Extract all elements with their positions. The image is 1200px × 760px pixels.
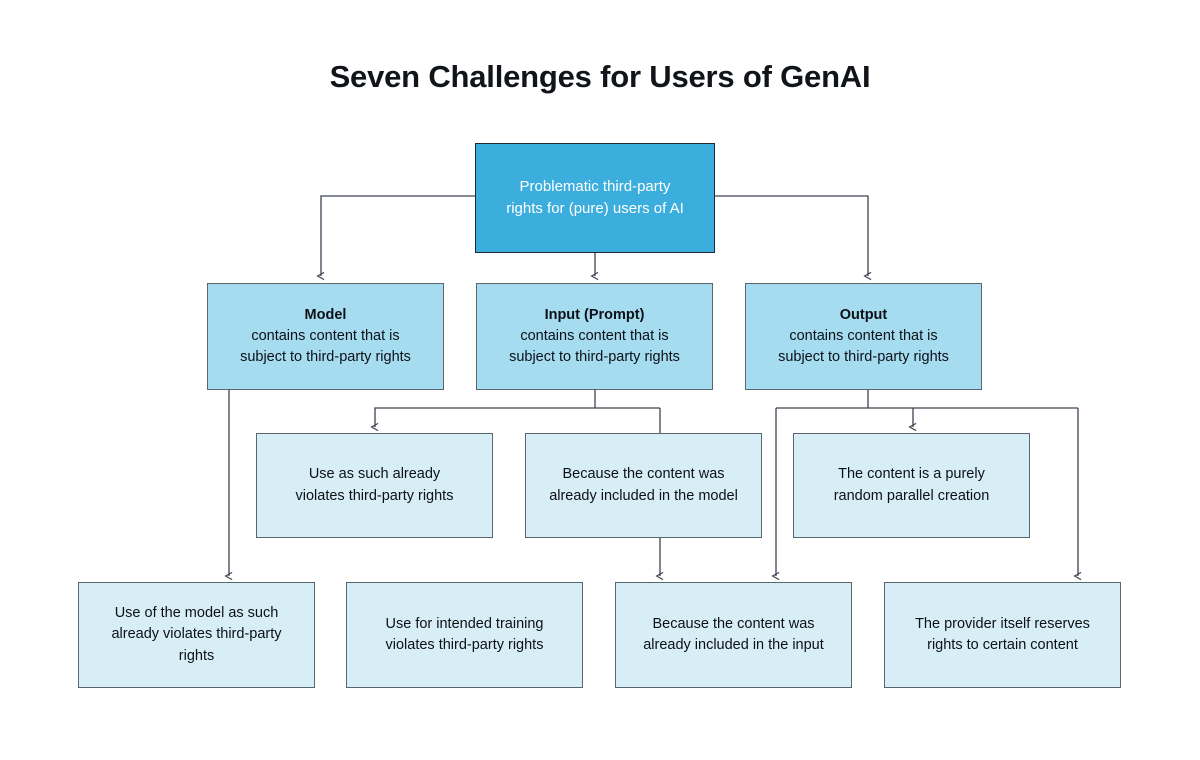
node-input-head: Input (Prompt) (544, 306, 645, 323)
node-output-line1: contains content that is (789, 327, 938, 344)
node-content-in-input-line1: Because the content was (652, 615, 815, 632)
node-output[interactable]: Output contains content that is subject … (745, 283, 982, 390)
node-root-line2: rights for (pure) users of AI (506, 200, 684, 217)
node-content-in-model[interactable]: Because the content was already included… (525, 433, 762, 538)
edge-input-to-use-as-such (370, 390, 596, 432)
node-content-in-model-line2: already included in the model (549, 487, 738, 504)
node-random-parallel-creation-line1: The content is a purely (838, 466, 985, 483)
node-random-parallel-creation-line2: random parallel creation (833, 487, 990, 504)
node-root[interactable]: Problematic third-party rights for (pure… (475, 143, 715, 253)
node-input-line2: subject to third-party rights (509, 349, 680, 365)
node-random-parallel-creation[interactable]: The content is a purely random parallel … (793, 433, 1030, 538)
edge-root-to-model (316, 195, 475, 281)
node-intended-training-line2: violates third-party rights (385, 637, 544, 653)
node-use-of-model-line1: Use of the model as such (114, 605, 279, 622)
node-output-head: Output (839, 306, 888, 323)
node-use-of-model-line2: already violates third-party (111, 626, 282, 643)
node-content-in-input-line2: already included in the input (643, 637, 824, 653)
node-intended-training[interactable]: Use for intended training violates third… (346, 582, 583, 688)
node-use-as-such[interactable]: Use as such already violates third-party… (256, 433, 493, 538)
node-use-as-such-line2: violates third-party rights (295, 487, 454, 504)
node-input[interactable]: Input (Prompt) contains content that is … (476, 283, 713, 390)
node-provider-reserves-rights[interactable]: The provider itself reserves rights to c… (884, 582, 1121, 688)
node-use-of-model[interactable]: Use of the model as such already violate… (78, 582, 315, 688)
node-content-in-input[interactable]: Because the content was already included… (615, 582, 852, 688)
node-use-of-model-line3: rights (178, 647, 215, 664)
node-provider-reserves-rights-line1: The provider itself reserves (915, 615, 1090, 632)
node-provider-reserves-rights-line2: rights to certain content (927, 637, 1078, 653)
node-model-line1: contains content that is (251, 327, 400, 344)
node-output-line2: subject to third-party rights (778, 349, 949, 365)
node-model-line2: subject to third-party rights (240, 349, 411, 365)
node-input-line1: contains content that is (520, 327, 669, 344)
node-root-line1: Problematic third-party (519, 178, 671, 196)
node-content-in-model-line1: Because the content was (562, 466, 725, 483)
node-model-head: Model (304, 306, 347, 323)
page-title: Seven Challenges for Users of GenAI (329, 59, 871, 94)
node-intended-training-line1: Use for intended training (385, 615, 544, 632)
node-model[interactable]: Model contains content that is subject t… (207, 283, 444, 390)
node-use-as-such-line1: Use as such already (308, 466, 441, 483)
edge-root-to-output (715, 195, 872, 281)
